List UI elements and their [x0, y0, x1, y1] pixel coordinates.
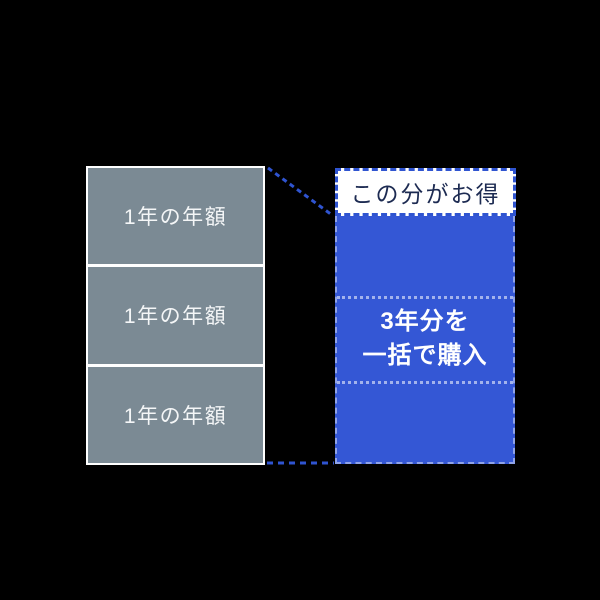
yearly-price-label: 1年の年額: [123, 206, 228, 230]
yearly-price-label: 1年の年額: [123, 305, 228, 329]
bundle-price-label-line2: 一括で購入: [362, 342, 488, 369]
yearly-price-box: 1年の年額: [88, 363, 263, 463]
yearly-price-box: 1年の年額: [88, 264, 263, 363]
bundle-price-label: 3年分を 一括で購入: [363, 305, 488, 373]
yearly-price-stack: 1年の年額 1年の年額 1年の年額: [86, 166, 265, 465]
savings-badge: この分がお得: [335, 168, 516, 216]
year-divider-line: [337, 296, 513, 299]
bundle-price-box: 3年分を 一括で購入: [335, 216, 515, 464]
bundle-price-label-line1: 3年分を: [380, 308, 470, 335]
year-divider-line: [337, 381, 513, 384]
yearly-price-label: 1年の年額: [123, 404, 228, 428]
yearly-price-box: 1年の年額: [88, 168, 263, 264]
connector-diagonal-line: [267, 166, 333, 217]
savings-badge-label: この分がお得: [350, 181, 501, 207]
